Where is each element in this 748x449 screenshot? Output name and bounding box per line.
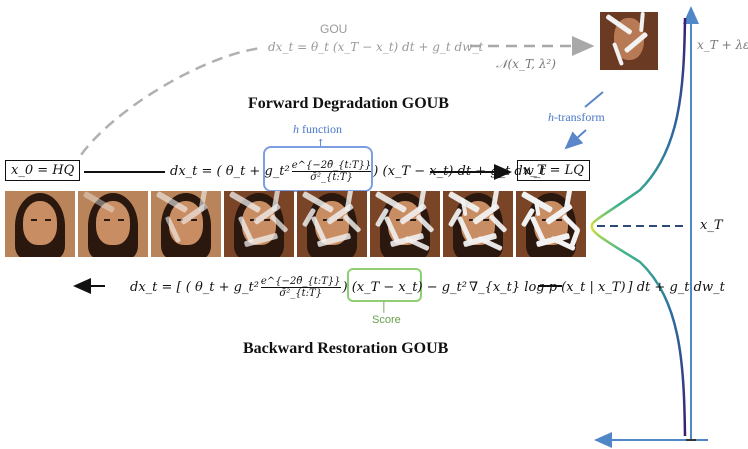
thumbnail-2 (78, 191, 148, 257)
thumbnail-eye (104, 219, 110, 221)
backward-eq-score: ∇_{x_t} log p (x_t | x_T) (468, 280, 626, 295)
forward-eq-frac-den: σ̄²_{t:T} (310, 172, 353, 183)
xT-lq-box: x_T = LQ (517, 160, 590, 181)
thumbnail-5 (297, 191, 367, 257)
thumbnail-7 (443, 191, 513, 257)
h-function-arrow-icon: ↑ (316, 137, 326, 150)
thumbnail-3 (151, 191, 221, 257)
gou-equation: dx_t = θ_t (x_T − x_t) dt + g_t dw_t (268, 40, 484, 54)
thumbnail-1 (5, 191, 75, 257)
h-transform-text: -transform (554, 110, 605, 124)
backward-eq-mid: ) (x_T − x_t) − g_t² (342, 280, 467, 295)
gou-dashed-path (70, 46, 263, 171)
backward-eq-fraction: e^{−2θ̄_{t:T}} σ̄²_{t:T} (260, 276, 341, 299)
forward-eq-pre: dx_t = ( θ_t + g_t² (170, 164, 290, 179)
backward-eq-frac-den: σ̄²_{t:T} (279, 288, 323, 299)
forward-eq-frac-num: e^{−2θ̄_{t:T}} (291, 160, 372, 172)
thumbnail-face (96, 201, 130, 245)
normal-distribution-label: 𝒩(x_T, λ²) (496, 57, 556, 71)
backward-eq-frac-num: e^{−2θ̄_{t:T}} (260, 276, 341, 288)
x0-hq-box: x_0 = HQ (5, 160, 81, 181)
xT-lambda-label: x_T + λε (697, 38, 748, 52)
h-transform-arrow-lower (564, 129, 587, 150)
thumbnail-eye (410, 219, 416, 221)
h-function-label: h function (293, 122, 342, 137)
thumbnail-eye (483, 219, 489, 221)
score-label: Score (372, 314, 401, 326)
thumbnail-6 (370, 191, 440, 257)
gaussian-curve (590, 17, 687, 437)
backward-title: Backward Restoration GOUB (243, 340, 449, 357)
forward-eq-post: ) (x_T − x_t) dt + g_t dw_t (373, 164, 546, 179)
thumbnail-face (23, 201, 57, 245)
h-transform-prefix: h (548, 110, 554, 124)
thumbnail-eye (45, 219, 51, 221)
degradation-thumbnails (5, 191, 586, 257)
h-transform-label: h-transform (548, 110, 605, 125)
xT-axis-label: x_T (700, 218, 723, 233)
backward-equation: dx_t = [ ( θ_t + g_t² e^{−2θ̄_{t:T}} σ̄²… (130, 276, 725, 299)
backward-eq-pre: dx_t = [ ( θ_t + g_t² (130, 280, 259, 295)
forward-eq-fraction: e^{−2θ̄_{t:T}} σ̄²_{t:T} (291, 160, 372, 183)
thumbnail-eye (191, 219, 197, 221)
gou-label: GOU (320, 22, 348, 36)
h-function-text: function (302, 122, 342, 136)
h-function-prefix: h (293, 122, 299, 136)
thumbnail-eye (264, 219, 270, 221)
thumbnail-eye (31, 219, 37, 221)
h-transform-arrow (584, 91, 604, 108)
forward-title: Forward Degradation GOUB (248, 95, 449, 112)
thumbnail-eye (337, 219, 343, 221)
score-connector: | (382, 300, 386, 313)
thumbnail-8 (516, 191, 586, 257)
lq-sample-image (600, 12, 658, 70)
thumbnail-eye (118, 219, 124, 221)
forward-equation: dx_t = ( θ_t + g_t² e^{−2θ̄_{t:T}} σ̄²_{… (170, 160, 546, 183)
score-highlight (347, 268, 422, 302)
thumbnail-4 (224, 191, 294, 257)
thumbnail-eye (556, 219, 562, 221)
backward-eq-post: ] dt + g_t dw_t (627, 280, 725, 295)
